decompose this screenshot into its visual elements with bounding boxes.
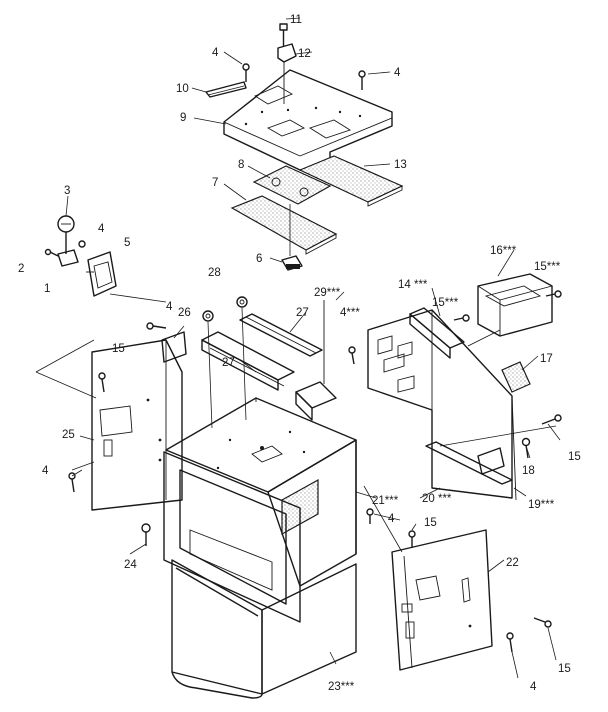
callout-4: 4 — [98, 223, 105, 235]
callout-3: 3 — [64, 185, 70, 197]
pad-part — [252, 165, 332, 205]
callout-21: 21*** — [372, 495, 399, 507]
insulation-pad-part — [230, 195, 338, 255]
screw-part — [506, 632, 514, 653]
callout-16: 16*** — [490, 245, 517, 257]
callout-6: 6 — [256, 253, 262, 265]
bracket-part — [205, 81, 247, 98]
callout-29: 29*** — [314, 287, 341, 299]
outer-case-part — [171, 559, 357, 699]
screw-part — [358, 70, 366, 90]
callout-19: 19*** — [528, 499, 555, 511]
callout-17: 17 — [540, 353, 553, 365]
callout-7: 7 — [212, 177, 218, 189]
switch-part — [86, 251, 117, 297]
top-panel-part — [223, 69, 393, 171]
spacer-part — [281, 255, 303, 271]
callout-2: 2 — [18, 263, 24, 275]
screw-part — [541, 414, 562, 425]
callout-8: 8 — [238, 159, 244, 171]
callout-1: 1 — [44, 283, 50, 295]
leader-lines — [65, 17, 561, 679]
left-side-panel-part — [91, 339, 183, 511]
callout-13: 13 — [394, 159, 407, 171]
callout-27: 27 — [222, 357, 235, 369]
lower-bracket-part — [201, 331, 295, 391]
screw-part — [146, 322, 167, 330]
callout-4: 4 — [388, 513, 395, 525]
callout-20: 20 *** — [422, 493, 452, 505]
callout-26: 26 — [178, 307, 191, 319]
callout-15: 15*** — [534, 261, 561, 273]
hinge-bracket-part — [409, 307, 465, 359]
insulation-strip-part — [298, 155, 404, 207]
callout-23: 23*** — [328, 681, 355, 693]
screw-part — [533, 617, 552, 628]
callout-10: 10 — [176, 83, 189, 95]
callout-4: 4 — [212, 47, 219, 59]
screw-part — [348, 346, 356, 365]
callout-15: 15 — [568, 451, 581, 463]
callout-4: 4 — [166, 301, 173, 313]
screw-part — [545, 290, 562, 298]
screw-part — [366, 508, 374, 524]
callout-14: 14 *** — [398, 279, 428, 291]
callout-11: 11 — [290, 14, 302, 26]
callout-15: 15*** — [432, 297, 459, 309]
clip-part — [277, 43, 297, 104]
callout-18: 18 — [522, 465, 535, 477]
callout-15: 15 — [424, 517, 437, 529]
thermostat-part — [44, 215, 86, 267]
callout-22: 22 — [506, 557, 519, 569]
callout-4: 4 — [394, 67, 401, 79]
callout-12: 12 — [298, 48, 311, 60]
screw-part — [521, 437, 531, 459]
grommet-part — [202, 296, 248, 322]
right-side-panel-part — [367, 309, 517, 501]
callout-28: 28 — [208, 267, 221, 279]
callout-4: 4*** — [340, 307, 360, 319]
screw-part — [279, 23, 288, 46]
lower-rail-part — [425, 441, 513, 485]
callout-15: 15 — [112, 343, 125, 355]
screw-part — [453, 314, 470, 322]
screw-part — [68, 472, 76, 493]
callout-24: 24 — [124, 559, 137, 571]
callout-4: 4 — [530, 681, 537, 693]
screw-part — [242, 63, 250, 82]
callout-15: 15 — [558, 663, 571, 675]
screw-part — [408, 530, 416, 548]
callout-9: 9 — [180, 112, 186, 124]
back-panel-part — [391, 529, 493, 671]
callout-5: 5 — [124, 237, 130, 249]
control-box-part — [477, 273, 553, 337]
screw-part — [98, 372, 106, 393]
front-frame-part — [163, 451, 301, 623]
upper-bracket-part — [239, 313, 323, 357]
screw-part — [141, 523, 151, 546]
callout-25: 25 — [62, 429, 75, 441]
callout-4: 4 — [42, 465, 49, 477]
callout-labels: 11 12 4 4 10 9 13 8 7 3 4 5 2 1 6 16*** … — [18, 14, 581, 693]
mount-bracket-part — [295, 300, 337, 421]
callout-27: 27 — [296, 307, 309, 319]
